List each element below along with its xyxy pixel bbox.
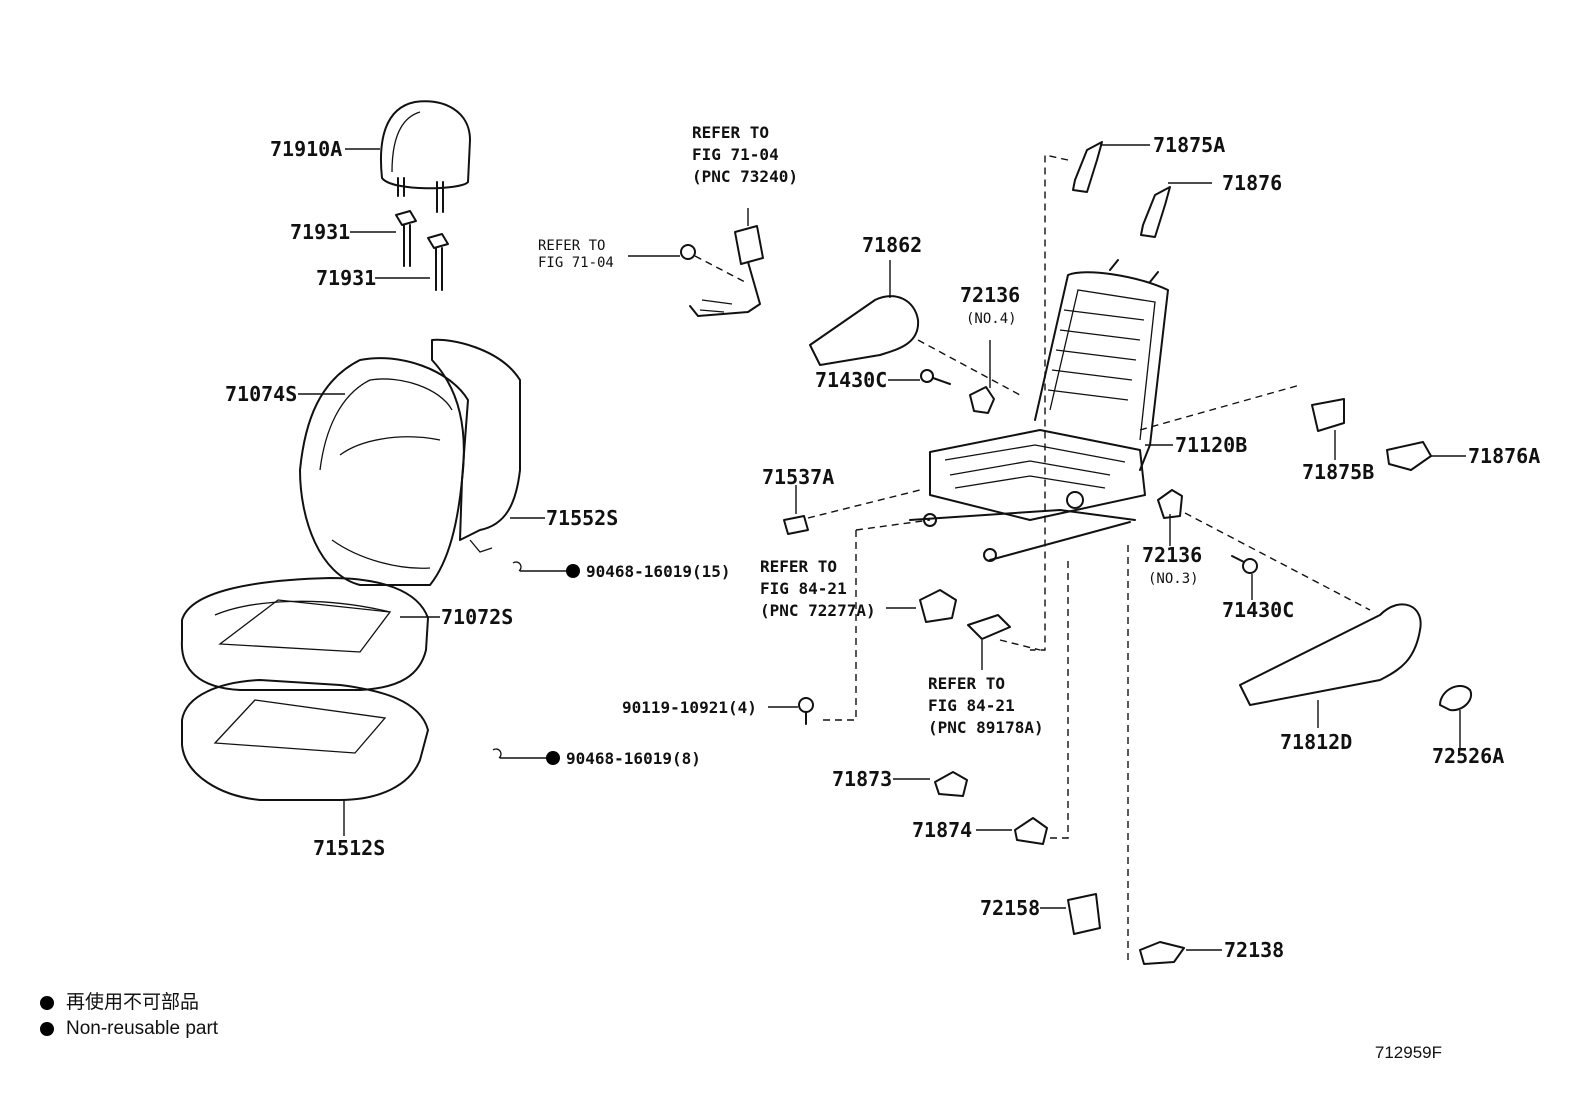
- label-71931-a: 71931: [290, 220, 351, 244]
- label-71875B: 71875B: [1302, 460, 1375, 484]
- label-90468-16019-8: 90468-16019(8): [566, 749, 701, 768]
- non-reusable-dot-icon: [40, 1022, 54, 1036]
- label-71931-b: 71931: [316, 266, 377, 290]
- label-90119-10921: 90119-10921(4): [622, 698, 757, 717]
- seatbelt-buckle: [628, 208, 764, 317]
- label-71074S: 71074S: [225, 382, 298, 406]
- seatback-pad-71552S: [431, 338, 521, 553]
- label-71552S: 71552S: [546, 506, 619, 530]
- hinge-cover-71876A: [1386, 441, 1466, 471]
- label-71072S: 71072S: [441, 605, 514, 629]
- legend-jp: 再使用不可部品: [40, 992, 199, 1014]
- label-72136-upper: 72136: [960, 283, 1021, 307]
- seatback-cover-71074S: [299, 357, 469, 586]
- label-72158: 72158: [980, 896, 1041, 920]
- refer-note-sensor: REFER TO FIG 84-21 (PNC 89178A): [928, 674, 1044, 737]
- cushion-cover-71072S: [180, 577, 429, 691]
- label-71512S: 71512S: [313, 836, 386, 860]
- bracket-71873: [893, 771, 968, 797]
- refer-note-switch: REFER TO FIG 84-21 (PNC 72277A): [760, 557, 876, 620]
- label-71120B: 71120B: [1175, 433, 1248, 457]
- cover-72138: [1127, 540, 1222, 965]
- label-71910A: 71910A: [270, 137, 343, 161]
- figure-code: 712959F: [1374, 1043, 1442, 1062]
- bolt-71430C-lower: [1231, 555, 1258, 600]
- hog-ring-90468-8: [492, 748, 560, 765]
- hinge-cover-72136-no4: [969, 340, 995, 414]
- legend-en-text: Non-reusable part: [66, 1018, 219, 1039]
- bolt-71430C-upper: [888, 369, 951, 385]
- hinge-cover-71876: [1140, 182, 1212, 238]
- refer-note-seatbelt: REFER TO FIG 71-04 (PNC 73240): [692, 123, 798, 186]
- switch-72277A: [820, 519, 957, 721]
- bolt-90119: [768, 697, 814, 725]
- label-71430C-lower: 71430C: [1222, 598, 1295, 622]
- label-72138: 72138: [1224, 938, 1285, 962]
- legend-jp-text: 再使用不可部品: [66, 992, 200, 1013]
- headrest-71910A: [379, 100, 471, 213]
- side-shield-71862: [809, 260, 1021, 396]
- label-71537A: 71537A: [762, 465, 835, 489]
- hog-ring-90468-15: [512, 561, 580, 578]
- bracket-71874: [976, 560, 1069, 845]
- label-72136-no3: (NO.3): [1148, 571, 1199, 587]
- side-shield-71812D: [1239, 603, 1422, 728]
- knob-72526A: [1439, 685, 1473, 750]
- label-71812D: 71812D: [1280, 730, 1353, 754]
- label-90468-16019-15: 90468-16019(15): [586, 562, 731, 581]
- label-71862: 71862: [862, 233, 923, 257]
- hinge-cover-72136-no3: [1157, 489, 1371, 611]
- cushion-pad-71512S: [181, 679, 429, 836]
- hinge-cover-71875B: [1311, 398, 1345, 460]
- seat-frame-71120B: [909, 259, 1301, 562]
- label-71874: 71874: [912, 818, 973, 842]
- refer-note-seatbelt-small: REFER TO FIG 71-04: [538, 238, 614, 271]
- cover-72158: [1040, 893, 1101, 935]
- headrest-support-71931: [395, 210, 449, 291]
- hinge-cover-71875A: [1030, 141, 1150, 651]
- label-71876: 71876: [1222, 171, 1283, 195]
- label-71876A: 71876A: [1468, 444, 1541, 468]
- label-72526A: 72526A: [1432, 744, 1505, 768]
- label-72136-no4: (NO.4): [966, 311, 1017, 327]
- label-71875A: 71875A: [1153, 133, 1226, 157]
- label-72136-lower: 72136: [1142, 543, 1203, 567]
- label-71873: 71873: [832, 767, 893, 791]
- sensor-89178A: [967, 614, 1041, 670]
- label-71430C-upper: 71430C: [815, 368, 888, 392]
- non-reusable-dot-icon: [40, 996, 54, 1010]
- cap-71537A: [783, 485, 921, 535]
- legend-en: Non-reusable part: [40, 1018, 218, 1040]
